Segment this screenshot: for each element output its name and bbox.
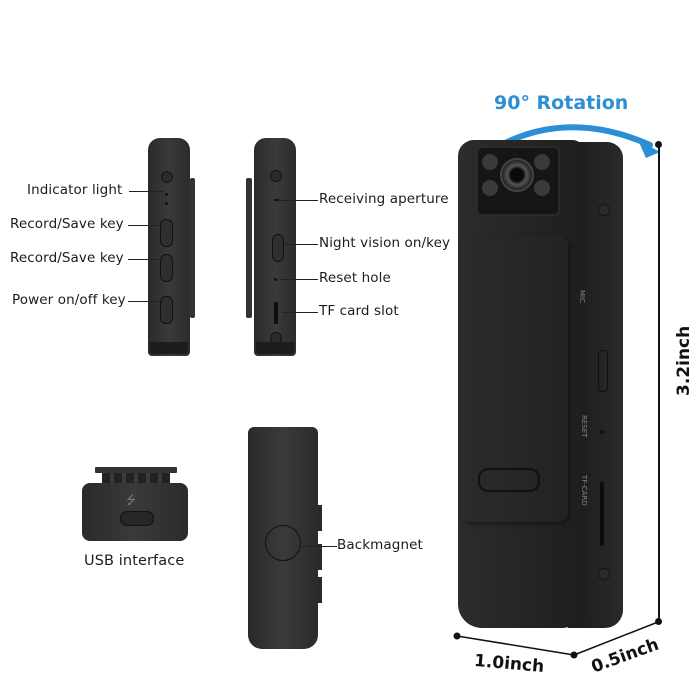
label-record-save-key-1: Record/Save key	[10, 216, 124, 232]
micro-usb-port[interactable]	[120, 511, 154, 526]
dimension-endpoint	[655, 141, 662, 148]
ir-led	[482, 180, 498, 196]
clip-edge	[190, 178, 195, 318]
label-indicator-light: Indicator light	[27, 182, 123, 198]
indicator-light-dot	[165, 193, 168, 196]
dimension-height-label: 3.2inch	[674, 325, 694, 396]
rotation-label: 90° Rotation	[494, 92, 629, 114]
screw-icon	[270, 170, 282, 182]
power-key[interactable]	[160, 296, 173, 324]
label-receiving-aperture: Receiving aperture	[319, 191, 449, 207]
clip-edge	[246, 178, 252, 318]
camera-lens	[500, 158, 534, 192]
label-tf-card-slot: TF card slot	[319, 303, 399, 319]
back-view	[248, 427, 324, 651]
night-vision-key[interactable]	[272, 234, 284, 262]
side-button-nub	[318, 577, 322, 603]
leader-line	[282, 244, 318, 246]
clip-top	[95, 467, 177, 473]
right-side-view	[246, 138, 298, 360]
label-night-vision-key: Night vision on/key	[319, 235, 451, 251]
ir-led	[534, 154, 550, 170]
leader-line	[129, 191, 164, 193]
base-cap	[256, 342, 294, 354]
mic-marking: MIC	[578, 290, 586, 303]
ir-led	[482, 154, 498, 170]
clip-slot	[478, 468, 540, 492]
side-button-nub	[318, 544, 322, 570]
base-cap	[150, 342, 188, 354]
leader-line	[128, 301, 164, 303]
leader-line	[301, 546, 337, 548]
leader-line	[128, 259, 164, 261]
ir-led	[534, 180, 550, 196]
left-side-view	[148, 138, 198, 360]
dimension-line-height	[658, 145, 660, 622]
indicator-light-dot-2	[165, 202, 168, 205]
dimension-endpoint	[655, 618, 662, 625]
leader-line	[282, 312, 318, 314]
camera-main-view: MIC RESET TF-CARD	[458, 140, 628, 630]
label-reset-hole: Reset hole	[319, 270, 391, 286]
back-magnet	[265, 525, 301, 561]
tf-card-slot[interactable]	[274, 302, 278, 324]
reset-hole[interactable]	[274, 278, 277, 281]
tf-card-slot[interactable]	[600, 482, 604, 546]
leader-line	[280, 279, 318, 281]
side-button-nub	[318, 505, 322, 531]
night-vision-switch[interactable]	[598, 350, 608, 392]
receiving-aperture	[274, 199, 279, 201]
reset-marking: RESET	[580, 415, 588, 438]
leader-line	[278, 200, 318, 202]
leader-line	[128, 225, 164, 227]
dimension-lines-base	[453, 621, 659, 659]
usb-icon: ⭍	[126, 493, 136, 507]
clip-teeth	[102, 473, 170, 483]
screw-icon	[598, 568, 610, 580]
label-backmagnet: Backmagnet	[337, 537, 423, 553]
usb-bottom-view: ⭍	[82, 467, 188, 543]
screw-icon	[598, 204, 610, 216]
label-usb-interface: USB interface	[84, 553, 185, 569]
record-save-key-2[interactable]	[160, 254, 173, 282]
reset-hole[interactable]	[600, 430, 604, 434]
tf-card-marking: TF-CARD	[580, 475, 588, 506]
record-save-key-1[interactable]	[160, 219, 173, 247]
camera-lens-module	[476, 146, 560, 216]
label-power-key: Power on/off key	[12, 292, 126, 308]
label-record-save-key-2: Record/Save key	[10, 250, 124, 266]
screw-icon	[161, 171, 173, 183]
